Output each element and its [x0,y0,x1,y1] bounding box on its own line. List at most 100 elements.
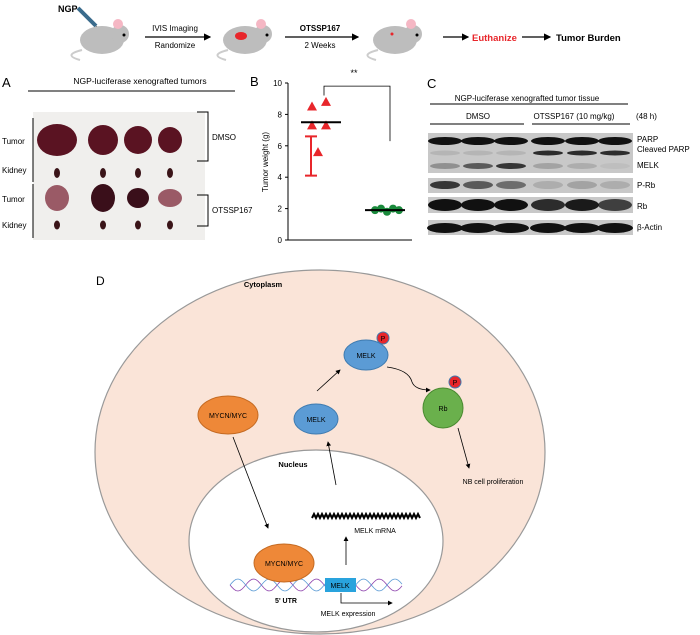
step2-top: OTSSP167 [300,24,341,33]
band-label: Rb [637,202,648,211]
band-p-rb [496,181,526,189]
band-label: P-Rb [637,181,656,190]
panel-d-diagram: D Cytoplasm Nucleus MYCN/MYC MELK MELK P… [94,269,546,635]
band-cleaved-parp [600,150,630,156]
tumor-dmso [88,125,118,155]
row-label: Kidney [2,166,26,175]
kidney-dmso [54,168,60,178]
blot-strip-melk [428,159,633,173]
y-tick-label: 4 [278,173,283,182]
band-actin [564,223,600,233]
workflow: NGP IVIS Imaging Randomize OTSSP167 2 We… [58,4,621,61]
step2-bottom: 2 Weeks [305,41,336,50]
band-p-rb [463,181,493,189]
band-label: Cleaved PARP [637,145,690,154]
y-tick-label: 0 [278,236,283,245]
band-rb [428,199,462,211]
band-melk [496,163,526,169]
panel-c: C NGP-luciferase xenografted tumor tissu… [427,76,690,235]
band-parp [428,137,462,145]
utr-label: 5' UTR [275,598,297,605]
melk-label: MELK [306,417,325,424]
band-actin [597,223,633,233]
band-rb [494,199,528,211]
band-cleaved-parp [463,150,493,156]
time-label: (48 h) [636,112,657,121]
kidney-dmso [167,168,173,178]
panel-c-title: NGP-luciferase xenografted tumor tissue [455,94,600,103]
band-label: β-Actin [637,223,662,232]
mouse-icon-1 [70,19,129,61]
kidney-dmso [100,168,106,178]
band-actin [530,223,566,233]
tumor-dmso [158,127,182,153]
tumor-otssp167 [45,185,69,211]
band-p-rb [567,181,597,189]
significance-label: ** [350,68,358,78]
kidney-otssp167 [54,220,60,230]
group-otssp167: OTSSP167 (10 mg/kg) [534,112,615,121]
expression-label: MELK expression [321,611,376,618]
tumor-otssp167 [91,184,115,212]
band-parp [531,137,565,145]
tumor-dmso [37,124,77,156]
western-blot [427,133,633,235]
melk-phosphorylated [343,339,389,371]
kidney-otssp167 [167,220,173,230]
row-label: Tumor [2,195,25,204]
melk-protein [293,403,339,435]
band-label: MELK [637,161,659,170]
y-tick-label: 10 [273,79,282,88]
proliferation-label: NB cell proliferation [463,479,524,486]
dna-helix-icon [229,578,403,592]
band-parp [565,137,599,145]
band-actin [493,223,529,233]
y-tick-label: 8 [278,110,283,119]
group-otssp167: OTSSP167 [212,206,253,215]
rb-label: Rb [439,406,448,413]
row-label: Kidney [2,221,26,230]
phospho-label: P [453,380,458,387]
mrna-wave-icon [311,511,421,521]
tumor-otssp167 [158,189,182,207]
band-melk [533,163,563,169]
panel-a: A NGP-luciferase xenografted tumors Tumo… [2,75,253,240]
band-p-rb [430,181,460,189]
band-label: PARP [637,135,658,144]
blot-strip-parp [428,133,633,161]
band-parp [461,137,495,145]
tumor-otssp167 [127,188,149,208]
band-p-rb [533,181,563,189]
step1-top: IVIS Imaging [152,24,198,33]
band-cleaved-parp [567,150,597,156]
rb-protein [422,387,464,429]
euthanize-label: Euthanize [472,33,517,44]
step1-bottom: Randomize [155,41,196,50]
nucleus-label: Nucleus [278,460,307,469]
mouse-icon-3 [366,19,422,61]
melk-gene-label: MELK [330,583,349,590]
panel-c-label: C [427,76,436,91]
band-melk [567,163,597,169]
data-point [321,96,331,106]
band-actin [460,223,496,233]
panel-b-label: B [250,74,259,89]
band-melk [463,163,493,169]
significance-bracket [323,85,391,142]
mycn-myc-nucleus [253,543,315,583]
band-rb [598,199,632,211]
phospho-icon [448,375,462,389]
band-parp [598,137,632,145]
data-point [313,147,323,157]
y-tick-label: 2 [278,205,283,214]
data-point [321,120,331,130]
cytoplasm-label: Cytoplasm [244,280,283,289]
melk-p-label: MELK [356,353,375,360]
kidney-otssp167 [135,220,141,230]
tumor-burden-label: Tumor Burden [556,33,621,44]
kidney-otssp167 [100,220,106,230]
ngp-label: NGP [58,4,78,14]
band-cleaved-parp [496,150,526,156]
